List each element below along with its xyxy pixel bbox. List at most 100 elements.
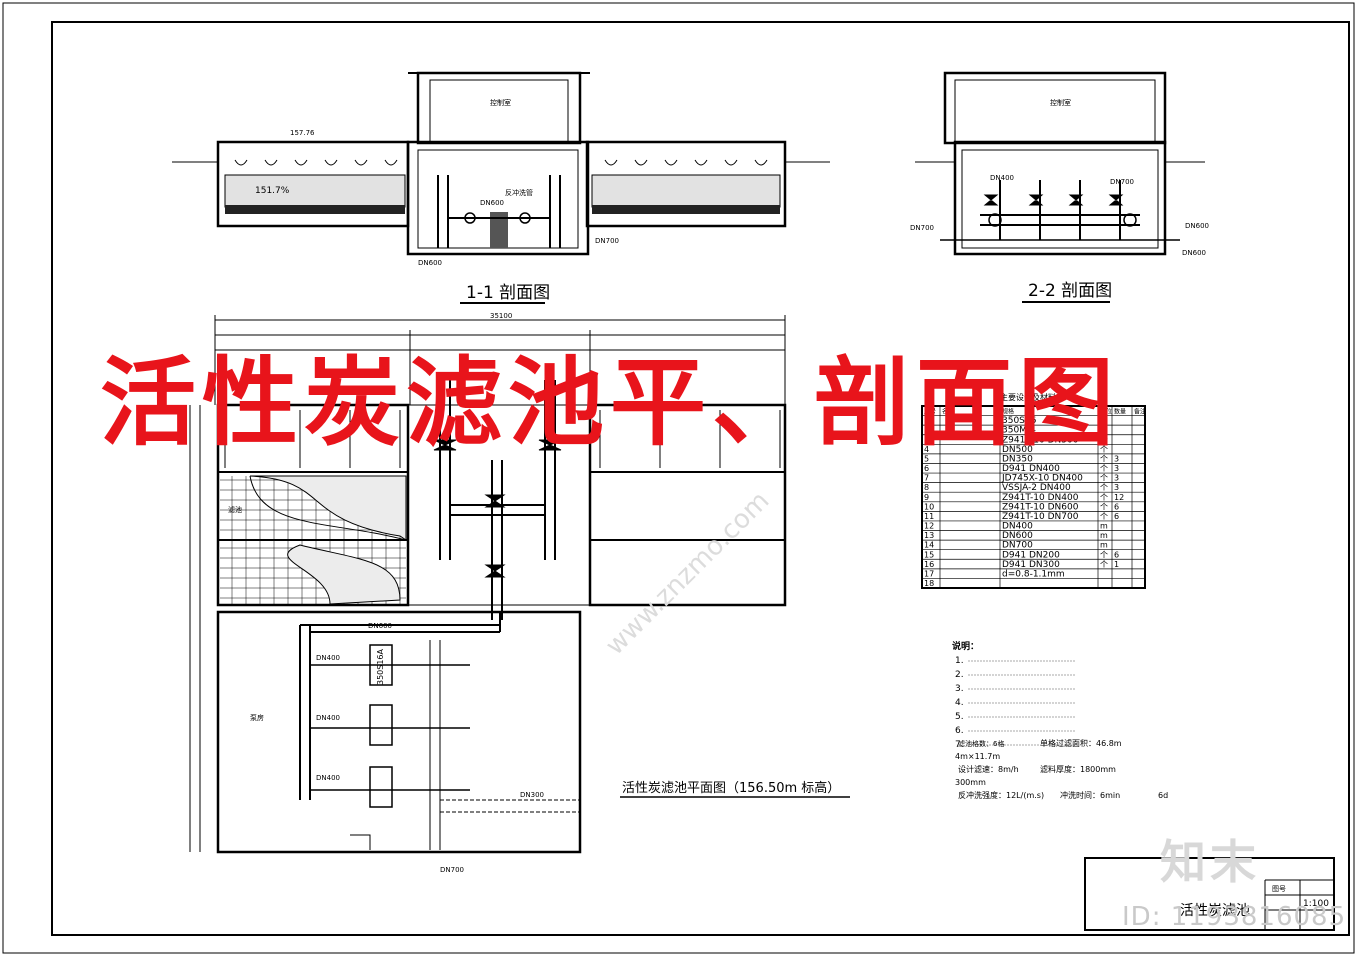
plan-label-dn700: DN700 bbox=[440, 866, 464, 874]
section-1-1-room-label: 控制室 bbox=[490, 98, 511, 107]
section-2-2-room-label: 控制室 bbox=[1050, 98, 1071, 107]
plan-label-dn400b: DN400 bbox=[316, 714, 340, 722]
table-cell: 个 bbox=[1100, 445, 1108, 454]
table-cell: 个 bbox=[1100, 493, 1108, 502]
note-param-9: 6d bbox=[1158, 791, 1168, 800]
table-cell: 6 bbox=[1114, 502, 1119, 511]
plan-label-dn600: DN600 bbox=[368, 622, 392, 630]
table-cell: 4 bbox=[924, 445, 929, 454]
table-cell: 15 bbox=[924, 550, 934, 559]
table-cell: Z941T-10 DN400 bbox=[1002, 493, 1079, 503]
table-header-cell: 数量 bbox=[1114, 408, 1126, 416]
watermark-brand: 知末 bbox=[1160, 835, 1260, 889]
table-cell: 3 bbox=[1114, 474, 1119, 483]
note-item: 3. bbox=[955, 684, 964, 694]
note-item: 5. bbox=[955, 712, 964, 722]
table-cell: 13 bbox=[924, 531, 934, 540]
table-cell: 3 bbox=[924, 435, 929, 444]
inner-border bbox=[51, 21, 1350, 936]
table-cell: 3 bbox=[1114, 464, 1119, 473]
note-param-7: 反冲洗强度：12L/(m.s) bbox=[958, 790, 1044, 800]
table-cell: 1 bbox=[924, 416, 929, 425]
section-2-2-label-c: DN700 bbox=[910, 224, 934, 232]
table-cell: VSSJA-2 DN400 bbox=[1002, 483, 1071, 493]
section-2-2-label-a: DN400 bbox=[990, 174, 1014, 182]
section-1-1-label-a: 157.76 bbox=[290, 129, 315, 137]
section-2-2-label-e: DN600 bbox=[1182, 249, 1206, 257]
section-2-2-title: 2-2 剖面图 bbox=[1028, 281, 1112, 301]
table-cell: 6 bbox=[1114, 512, 1119, 521]
table-cell: D941 DN200 bbox=[1002, 550, 1060, 560]
plan-title: 活性炭滤池平面图（156.50m 标高） bbox=[622, 780, 840, 796]
table-cell: 2 bbox=[924, 426, 929, 435]
table-cell: m bbox=[1100, 531, 1108, 540]
table-cell: 个 bbox=[1100, 550, 1108, 559]
note-item: 6. bbox=[955, 726, 964, 736]
table-cell: 个 bbox=[1100, 464, 1108, 473]
note-param-5: 滤料厚度：1800mm bbox=[1040, 764, 1116, 774]
table-cell: 9 bbox=[924, 493, 929, 502]
table-cell: DN700 bbox=[1002, 541, 1033, 551]
table-cell: 个 bbox=[1100, 502, 1108, 511]
table-header-cell: 名称 bbox=[942, 408, 954, 416]
plan-label-dn400a: DN400 bbox=[316, 654, 340, 662]
table-cell: 18 bbox=[924, 579, 934, 588]
table-cell: 3 bbox=[1114, 454, 1119, 463]
table-cell: 14 bbox=[924, 541, 934, 550]
table-cell: 10 bbox=[924, 502, 934, 511]
table-header-cell: 规格 bbox=[1002, 408, 1014, 416]
section-2-2-label-b: DN700 bbox=[1110, 178, 1134, 186]
plan-label-dn400c: DN400 bbox=[316, 774, 340, 782]
table-cell: 17 bbox=[924, 569, 934, 578]
table-cell: 6 bbox=[1114, 550, 1119, 559]
plan-label-dn300: DN300 bbox=[520, 791, 544, 799]
table-cell: 个 bbox=[1100, 435, 1108, 444]
table-cell: D941 DN300 bbox=[1002, 560, 1060, 570]
table-cell: 8 bbox=[924, 483, 929, 492]
note-param-4: 设计滤速：8m/h bbox=[958, 764, 1019, 774]
notes-title: 说明： bbox=[952, 640, 979, 652]
plan-label-filter: 滤池 bbox=[228, 505, 242, 514]
title-block-number-label: 图号 bbox=[1272, 885, 1286, 893]
plan-label-pump-1: 350S16A bbox=[376, 648, 385, 685]
section-2-2 bbox=[915, 71, 1205, 256]
table-cell: 个 bbox=[1100, 483, 1108, 492]
table-cell: 3 bbox=[1114, 483, 1119, 492]
table-cell: m bbox=[1100, 541, 1108, 550]
main-title-overlay: 活性炭滤池平、剖面图 bbox=[100, 346, 1120, 459]
table-cell: D941 DN400 bbox=[1002, 464, 1060, 474]
table-header-cell: 单位 bbox=[1100, 408, 1112, 416]
table-cell: DN500 bbox=[1002, 445, 1033, 455]
note-param-1: 滤池格数：6格 bbox=[958, 739, 1004, 748]
table-header-cell: 序号 bbox=[924, 408, 936, 416]
plan-label-pump-house: 泵房 bbox=[250, 713, 264, 722]
title-block-scale: 1:100 bbox=[1303, 899, 1329, 909]
note-item: 1. bbox=[955, 656, 964, 666]
section-2-2-label-d: DN600 bbox=[1185, 222, 1209, 230]
plan-view bbox=[189, 315, 787, 854]
section-1-1-label-b: 151.7% bbox=[255, 186, 290, 196]
table-cell: DN400 bbox=[1002, 522, 1033, 532]
table-cell: Z941T-10 DN500 bbox=[1002, 435, 1079, 445]
table-cell: JD745X-10 DN400 bbox=[1001, 474, 1083, 484]
note-param-2: 单格过滤面积：46.8m bbox=[1040, 738, 1122, 748]
table-cell: DN600 bbox=[1002, 531, 1033, 541]
table-cell: 个 bbox=[1100, 454, 1108, 463]
table-cell: 11 bbox=[924, 512, 934, 521]
section-1-1-label-d: DN700 bbox=[595, 237, 619, 245]
notes-list: 1.2.3.4.5.6.7. bbox=[955, 656, 1075, 750]
note-param-6: 300mm bbox=[955, 778, 986, 787]
title-block bbox=[1084, 857, 1335, 931]
table-cell: 350S16 bbox=[1002, 416, 1037, 426]
table-cell: DN350 bbox=[1002, 454, 1033, 464]
note-item: 7. bbox=[955, 740, 964, 750]
table-header-cell: 备注 bbox=[1134, 408, 1146, 416]
section-1-1-label-c: DN600 bbox=[480, 199, 504, 207]
equipment-table bbox=[921, 405, 1146, 589]
table-cell: 12 bbox=[1114, 493, 1124, 502]
table-cell: 个 bbox=[1100, 474, 1108, 483]
title-block-name: 活性炭滤池 bbox=[1180, 903, 1250, 919]
note-item: 4. bbox=[955, 698, 964, 708]
